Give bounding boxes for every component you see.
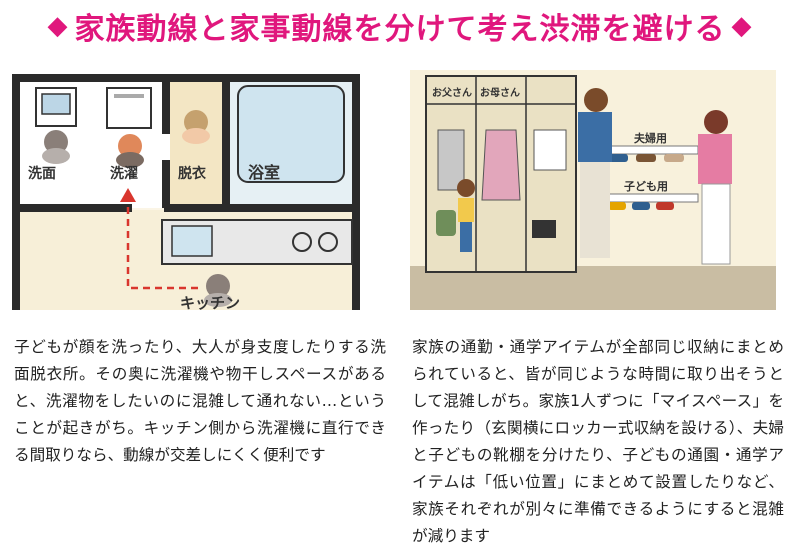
briefcase-icon bbox=[532, 220, 556, 238]
page-title: ◆ 家族動線と家事動線を分けて考え渋滞を避ける ◆ bbox=[0, 0, 800, 52]
mother-icon bbox=[698, 110, 732, 265]
washer-panel bbox=[114, 94, 144, 98]
label-kodomo: 子ども用 bbox=[624, 180, 668, 193]
shoes-icon bbox=[608, 154, 684, 210]
coat-icon bbox=[437, 129, 465, 191]
walls bbox=[12, 74, 360, 310]
arrow-head-icon bbox=[120, 188, 136, 202]
label-okaasan: お母さん bbox=[480, 87, 520, 99]
floorplan-illustration: 洗面 洗濯 脱衣 浴室 キッチン bbox=[12, 70, 382, 312]
label-kitchen: キッチン bbox=[180, 294, 240, 312]
label-sentaku: 洗濯 bbox=[110, 165, 138, 182]
person-laundry-icon bbox=[116, 134, 144, 168]
shoe-shelf bbox=[601, 193, 699, 203]
label-fuufu: 夫婦用 bbox=[634, 131, 667, 145]
backpack-icon bbox=[436, 210, 456, 236]
right-description: 家族の通勤・通学アイテムが全部同じ収納にまとめられていると、皆が同じような時間に… bbox=[412, 338, 784, 545]
person-dressing-icon bbox=[182, 110, 210, 144]
label-otousan: お父さん bbox=[432, 87, 472, 99]
stove-icon bbox=[292, 232, 338, 252]
label-senmen: 洗面 bbox=[28, 165, 56, 182]
closet-illustration: お父さん お母さん 夫婦用 子ども用 bbox=[410, 70, 776, 310]
person-cooking-icon bbox=[204, 274, 232, 307]
diamond-icon: ◆ bbox=[731, 11, 753, 41]
floor-strip bbox=[410, 266, 776, 310]
shoe-shelf bbox=[601, 145, 699, 155]
shirt-icon bbox=[533, 129, 567, 171]
kitchen-sink-icon bbox=[171, 225, 213, 257]
sink-basin bbox=[41, 93, 71, 115]
person-washing-icon bbox=[42, 130, 70, 164]
bathtub-icon bbox=[237, 85, 345, 183]
left-description: 子どもが顔を洗ったり、大人が身支度したりする洗面脱衣所。その奥に洗濯機や物干しス… bbox=[14, 338, 386, 464]
diamond-icon: ◆ bbox=[47, 11, 69, 41]
label-datsui: 脱衣 bbox=[178, 165, 207, 182]
label-yokushitsu: 浴室 bbox=[248, 163, 280, 182]
child-icon bbox=[457, 179, 475, 252]
title-text: 家族動線と家事動線を分けて考え渋滞を避ける bbox=[74, 12, 726, 47]
dress-icon bbox=[481, 129, 521, 201]
closet-svg: お父さん お母さん 夫婦用 子ども用 bbox=[410, 70, 776, 310]
father-icon bbox=[578, 88, 612, 258]
floorplan-svg: 洗面 洗濯 脱衣 浴室 キッチン bbox=[12, 74, 360, 312]
